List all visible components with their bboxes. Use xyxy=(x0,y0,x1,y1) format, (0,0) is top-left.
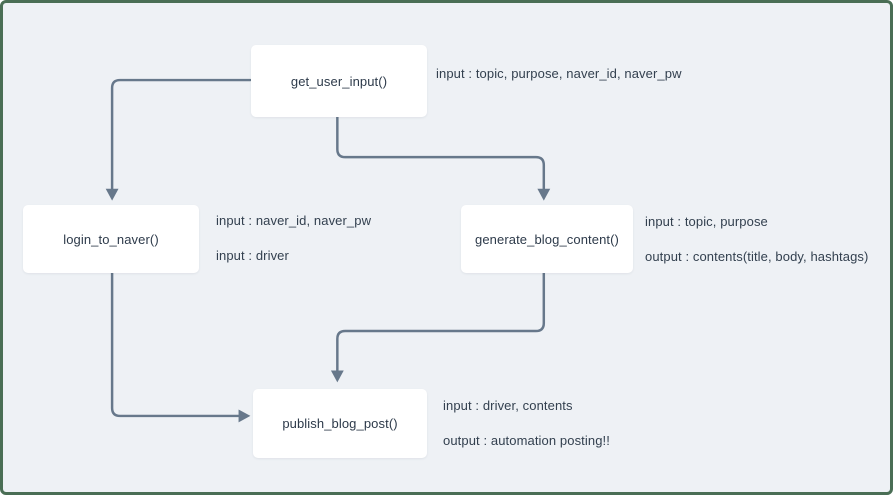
node-get-user-input: get_user_input() xyxy=(251,45,427,117)
annotation-publish-output: output : automation posting!! xyxy=(443,433,610,448)
annotation-get-user-input-io: input : topic, purpose, naver_id, naver_… xyxy=(436,66,682,81)
node-generate-blog-content: generate_blog_content() xyxy=(461,205,633,273)
arrowhead-down-icon xyxy=(330,370,344,383)
node-publish-blog-post: publish_blog_post() xyxy=(253,389,427,458)
connector-layer xyxy=(105,78,551,423)
annotation-login-input-1: input : naver_id, naver_pw xyxy=(216,213,372,228)
arrowhead-right-icon xyxy=(238,409,251,423)
edge-get-user-input-to-generate xyxy=(336,114,551,201)
arrowhead-down-icon xyxy=(105,188,119,201)
annotation-generate-output: output : contents(title, body, hashtags) xyxy=(645,249,869,264)
edge-generate-to-publish xyxy=(330,268,546,383)
edge-login-to-publish xyxy=(110,268,251,423)
node-label: generate_blog_content() xyxy=(475,231,619,247)
annotation-generate-input: input : topic, purpose xyxy=(645,214,768,229)
edge-get-user-input-to-login xyxy=(105,78,252,201)
annotation-login-input-2: input : driver xyxy=(216,248,289,263)
node-label: get_user_input() xyxy=(290,73,388,89)
node-label: publish_blog_post() xyxy=(282,416,398,431)
node-login-to-naver: login_to_naver() xyxy=(23,205,199,273)
node-label: login_to_naver() xyxy=(63,231,159,247)
annotation-publish-input: input : driver, contents xyxy=(443,398,573,413)
arrowhead-down-icon xyxy=(537,188,551,201)
